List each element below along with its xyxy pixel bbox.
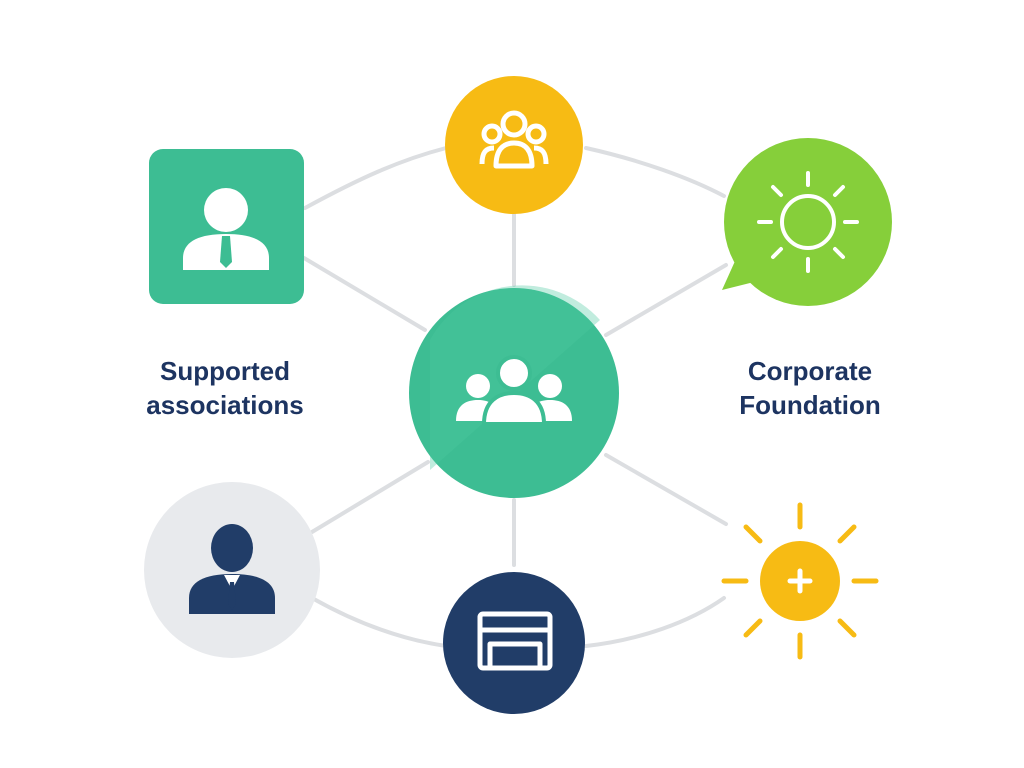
window-icon (477, 611, 553, 671)
connector-center-bottom-left (310, 460, 430, 534)
supported-associations-label: Supported associations (120, 354, 330, 422)
bottom-node[interactable] (443, 572, 585, 714)
connector-center-top-left (302, 256, 427, 332)
center-node[interactable] (409, 285, 619, 498)
top-left-node[interactable] (149, 149, 304, 304)
connector-center-top-right (604, 263, 728, 337)
group-icon (456, 355, 572, 426)
businessman-icon (189, 524, 275, 614)
bottom-right-node[interactable] (721, 502, 879, 660)
supported-associations-line-2: associations (146, 390, 304, 420)
plus-icon (787, 568, 813, 594)
connectors (302, 146, 728, 648)
group-icon (479, 110, 549, 169)
supported-associations-line-1: Supported (160, 356, 290, 386)
corporate-foundation-label: Corporate Foundation (700, 354, 920, 422)
person-with-tie-icon (183, 188, 269, 270)
bottom-left-node[interactable] (144, 482, 320, 658)
corporate-foundation-line-1: Corporate (747, 356, 873, 386)
sun-rays (721, 502, 879, 660)
connector-center-bottom-right (604, 453, 728, 526)
outer-arc-bottom (310, 596, 726, 648)
corporate-foundation-line-2: Foundation (739, 390, 881, 420)
top-node[interactable] (445, 76, 583, 214)
top-right-node[interactable] (722, 138, 892, 306)
outer-arc-top (303, 146, 726, 210)
sun-icon (757, 171, 859, 273)
